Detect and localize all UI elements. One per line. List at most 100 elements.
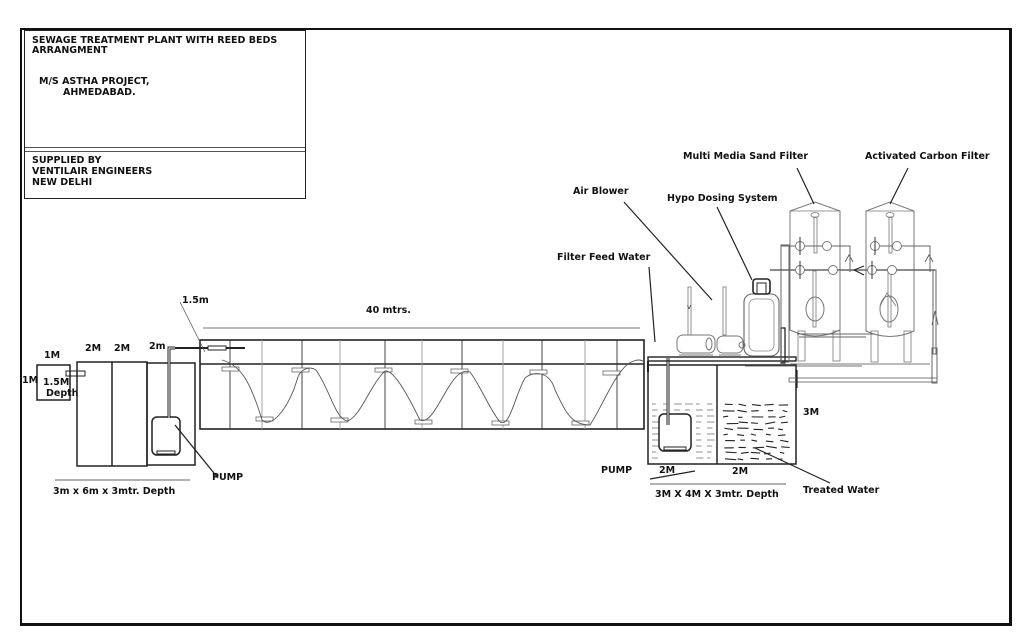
treated-water-tank: PUMP 2M 2M 3M 3M X 4M X 3mtr. Depth Trea… bbox=[601, 358, 880, 500]
inlet-side-label: 1M bbox=[22, 375, 38, 386]
sand-filter-manhole bbox=[805, 296, 825, 322]
water-dash bbox=[766, 445, 777, 449]
reed-bed-bottom-baffle bbox=[330, 417, 349, 423]
water-dash bbox=[723, 433, 728, 436]
activated-carbon-filter bbox=[865, 201, 915, 363]
reed-bed: 1.5m 40 mtrs. bbox=[179, 295, 645, 430]
collection-pump-label: PUMP bbox=[212, 472, 243, 483]
carbon-filter-manhole bbox=[879, 295, 899, 323]
reed-bed-top-baffle bbox=[374, 367, 393, 373]
collection-tank: 2M 2M 2m PUMP 3m x 6m x 3mtr. Depth bbox=[53, 341, 245, 497]
water-dash bbox=[737, 409, 747, 413]
feed-pipe-fitting bbox=[207, 345, 227, 351]
water-dash bbox=[777, 434, 786, 437]
water-dash bbox=[781, 446, 790, 449]
supplier-heading: SUPPLIED BY bbox=[32, 155, 102, 166]
supplier-city: NEW DELHI bbox=[32, 177, 93, 188]
water-dash bbox=[764, 403, 774, 406]
reed-depth-leader bbox=[179, 301, 206, 353]
multi-media-sand-filter bbox=[789, 201, 841, 362]
dosing-pump-icon bbox=[752, 278, 771, 295]
dosing-pump-head bbox=[756, 282, 767, 295]
inlet-depth-label: Depth bbox=[46, 388, 79, 399]
reed-bed-dividers bbox=[229, 340, 618, 429]
water-dash bbox=[725, 451, 737, 454]
flow-arrow-icon bbox=[931, 310, 939, 326]
water-dash bbox=[751, 404, 761, 407]
compartment-label-2: 2M bbox=[114, 343, 130, 354]
sand-filter-leg-2 bbox=[832, 330, 841, 362]
filter-outlet-riser bbox=[932, 269, 937, 355]
sand-filter-vent-icon bbox=[810, 212, 820, 218]
water-dash bbox=[778, 428, 783, 431]
carbon-filter-leg-1 bbox=[870, 330, 879, 363]
reed-bed-top-baffle bbox=[529, 369, 548, 375]
air-blower-leader bbox=[623, 201, 713, 301]
reed-bed-bottom-baffle bbox=[414, 419, 433, 425]
client-city: AHMEDABAD. bbox=[63, 87, 136, 98]
reed-bed-top-baffle bbox=[602, 370, 621, 376]
flow-arrow-icon bbox=[924, 253, 934, 263]
reed-bed-bottom-baffle bbox=[571, 420, 590, 426]
reed-bed-depth-label: 1.5m bbox=[182, 295, 209, 306]
carbon-filter-leg-2 bbox=[903, 330, 912, 363]
water-dash bbox=[738, 403, 747, 407]
title-block-divider bbox=[25, 147, 305, 152]
water-dash bbox=[782, 409, 788, 413]
water-dash bbox=[752, 446, 765, 449]
water-dash bbox=[780, 439, 789, 443]
submersible-pump-icon bbox=[151, 416, 181, 456]
drawing-title-line2: ARRANGMENT bbox=[32, 45, 108, 56]
sand-filter-label: Multi Media Sand Filter bbox=[683, 151, 808, 162]
filter-valves bbox=[795, 237, 902, 279]
air-blower-unit-2 bbox=[716, 335, 744, 354]
reed-bed-baffles bbox=[221, 366, 621, 426]
treated-water-surface bbox=[652, 403, 790, 461]
drawing-title-line1: SEWAGE TREATMENT PLANT WITH REED BEDS bbox=[32, 35, 278, 46]
platform-slab bbox=[647, 356, 797, 362]
water-dash bbox=[780, 421, 788, 424]
filter-pump-base bbox=[663, 446, 687, 451]
water-dash bbox=[740, 451, 749, 454]
treated-water-label: Treated Water bbox=[803, 485, 880, 496]
valve-icon bbox=[822, 241, 832, 251]
treated-height-label: 3M bbox=[803, 407, 819, 418]
water-dash bbox=[765, 433, 771, 436]
compartment-label-3: 2m bbox=[149, 341, 166, 352]
water-dash bbox=[779, 415, 786, 419]
treated-pump-leader bbox=[649, 470, 696, 480]
sand-filter-leg-1 bbox=[797, 330, 806, 362]
pump-base bbox=[156, 450, 176, 455]
equipment-platform bbox=[647, 327, 938, 388]
air-blower-label: Air Blower bbox=[573, 186, 629, 197]
equipment-callouts: Filter Feed Water Air Blower Hypo Dosing… bbox=[557, 151, 990, 343]
water-dash bbox=[738, 421, 748, 424]
filter-feed-leader bbox=[648, 266, 656, 343]
water-dash bbox=[751, 439, 758, 442]
air-blower: v bbox=[676, 286, 746, 356]
blower-2-fan bbox=[738, 341, 746, 349]
valve-icon bbox=[887, 265, 897, 275]
blower-1-air-pipe bbox=[687, 286, 692, 336]
reed-bed-length-label: 40 mtrs. bbox=[366, 305, 411, 316]
water-dash bbox=[750, 457, 760, 460]
client-name: M/S ASTHA PROJECT, bbox=[39, 76, 150, 87]
reed-bed-top-baffle bbox=[221, 366, 240, 372]
carbon-filter-leader bbox=[889, 167, 909, 205]
water-dash bbox=[724, 427, 734, 431]
pump-sump bbox=[146, 362, 196, 466]
supplier-name: VENTILAIR ENGINEERS bbox=[32, 166, 153, 177]
check-valve-icon: v bbox=[687, 303, 691, 311]
treated-tank-body bbox=[647, 364, 797, 465]
sand-filter-leader bbox=[796, 167, 815, 205]
carbon-filter-vessel bbox=[865, 201, 915, 337]
water-dash bbox=[779, 451, 785, 454]
water-dash bbox=[751, 422, 758, 424]
inlet-width-label: 1M bbox=[44, 350, 60, 361]
treated-water-leader bbox=[754, 447, 831, 484]
carbon-filter-distributor bbox=[888, 216, 893, 254]
treated-compartment-label-2: 2M bbox=[732, 466, 748, 477]
sand-filter-distributor bbox=[813, 216, 818, 254]
hypo-dosing-leader bbox=[716, 206, 753, 281]
